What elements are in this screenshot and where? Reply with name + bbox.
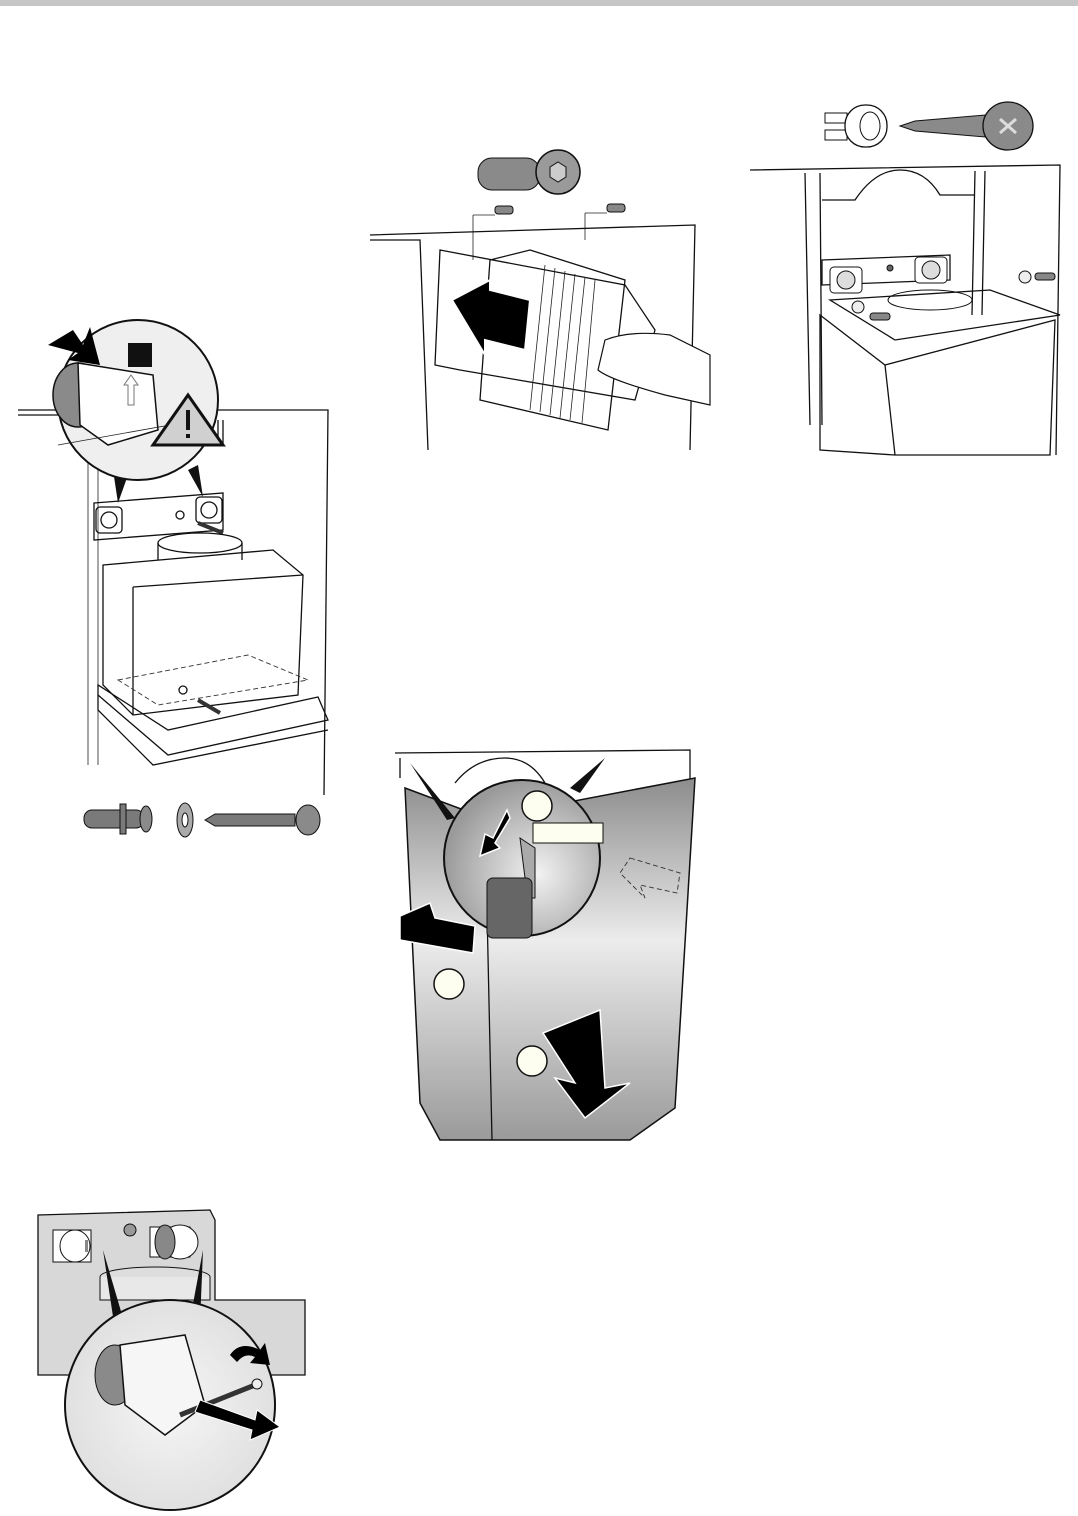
marker-square-icon: [128, 343, 152, 367]
screwdriver-icon: [179, 1382, 256, 1418]
screw-icon: [197, 521, 224, 535]
push-arrow-icon: [48, 327, 100, 365]
magnifier-callout-icon: [410, 758, 605, 939]
figure-insert-filter: [369, 140, 715, 455]
wall-plug-icon: [824, 104, 888, 148]
wall-plug-icon: [83, 803, 153, 835]
washer-icon: [176, 802, 194, 838]
slide-left-arrow-icon: [450, 278, 532, 359]
step-marker-icon: [433, 968, 465, 1000]
figure-mount-hood: [18, 319, 338, 845]
figure-fix-bracket: [749, 95, 1070, 460]
bracket-bolt-left: [95, 506, 123, 534]
dashed-arrow-icon: [619, 857, 681, 899]
magnifier-callout-icon: [64, 1299, 281, 1511]
header-bar: [0, 0, 1078, 6]
pan-head-screw-icon: [898, 101, 1034, 151]
warning-triangle-icon: [150, 392, 226, 447]
pull-down-arrow-icon: [478, 808, 511, 858]
step-marker-icon: [516, 1045, 548, 1077]
push-arrow-icon: [399, 901, 476, 954]
screw-icon: [204, 804, 321, 836]
washer-icon: [175, 510, 185, 520]
pull-arrow-icon: [194, 1399, 281, 1441]
figure-release-bolts: [35, 1205, 310, 1511]
hand-icon: [597, 332, 711, 406]
figure-attach-chimney: [394, 748, 696, 1141]
rotate-arrow-icon: [230, 1343, 270, 1365]
figure-hardware-parts: [80, 800, 330, 840]
down-arrow-icon: [541, 1008, 631, 1120]
torx-screw-icon: [477, 149, 581, 195]
bracket-bolt-right: [195, 496, 223, 524]
step-marker-icon: [521, 790, 553, 822]
